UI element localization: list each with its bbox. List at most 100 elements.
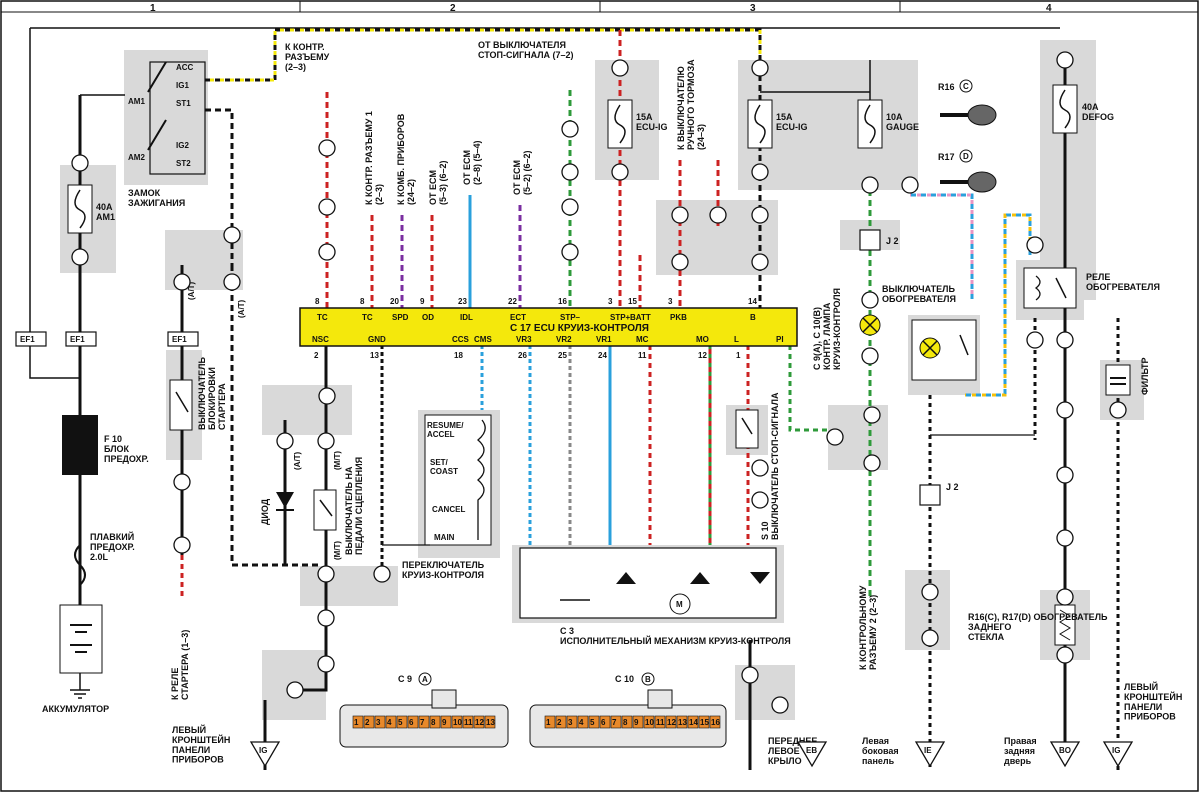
r17-label: R17 [938,152,955,162]
connector-terminal [751,253,769,271]
pin-cell [396,715,408,729]
diode-area [262,385,352,435]
starter-lock-label: ВЫКЛЮЧАТЕЛЬБЛОКИРОВКИСТАРТЕРА [197,357,227,430]
ground-icon [249,741,281,768]
ground-code: IE [924,746,932,755]
ecu-top-pin-number: 22 [508,297,517,306]
to-connector-1: К КОНТР. РАЗЪЕМУ 1(2–3) [364,111,384,205]
connector-terminal [751,459,769,477]
connector-terminal [671,253,689,271]
ecu-top-pin-name: STP+ [610,313,631,322]
diode-label: ДИОД [260,498,270,525]
ef1-left [15,331,47,347]
diode [276,492,294,511]
ecu-top-pin-number: 23 [458,297,467,306]
ecu-top-pins: TC8TC8SPD20OD9IDL23ECT22STP–16STP+3BATT1… [315,297,757,322]
pin-number: 13 [678,718,687,727]
connector-terminal [173,273,191,291]
starter-relay-label: К РЕЛЕСТАРТЕРА (1–3) [170,630,190,700]
pin-cell [665,715,677,729]
fuse-ecu-ig-1 [607,99,633,149]
ign-am2: AM2 [128,153,145,162]
stop-switch-label: S 10ВЫКЛЮЧАТЕЛЬ СТОП-СИГНАЛА [760,392,780,540]
pin-number: 3 [376,718,381,727]
to-combination-meter: К КОМБ. ПРИБОРОВ(24–2) [396,113,416,205]
ecu-bottom-pin-name: CMS [474,335,492,344]
r17-letter-circle [959,149,973,163]
to-parking-brake: К ВЫКЛЮЧАТЕЛЮРУЧНОГО ТОРМОЗА(24–3) [676,59,706,150]
r17-terminal-icon [967,171,997,193]
pin-cell [610,715,622,729]
pin-number: 9 [634,718,639,727]
ecu-top-pin-name: IDL [460,313,473,322]
pin-number: 12 [667,718,676,727]
connector-terminal [751,163,769,181]
connector-terminal [1026,236,1044,254]
pin-number: 3 [568,718,573,727]
pin-number: 15 [700,718,709,727]
connector-terminal [826,428,844,446]
connector-terminal [861,347,879,365]
ecu-bottom-pin-number: 1 [736,351,741,360]
c9-letter-circle [418,672,432,686]
ecu-top-pin-name: TC [362,313,373,322]
ground-code: IG [259,746,267,755]
connector-terminal [709,206,727,224]
r16-letter: C [963,82,969,91]
ecu-bottom-pin-name: VR2 [556,335,572,344]
connector-terminal [1109,401,1127,419]
connector-terminal [223,273,241,291]
connector-terminal [223,226,241,244]
from-ecm-2-8: ОТ ECM(2–8) (5–4) [462,140,482,185]
ground-code: BO [1059,746,1071,755]
connector-terminal [1056,529,1074,547]
r16-label: R16 [938,82,955,92]
ef1-right [167,331,199,347]
ecu-top-pin-name: SPD [392,313,409,322]
ground-icon [1102,741,1134,768]
ecu-bottom-pin-name: GND [368,335,386,344]
pin-number: 2 [557,718,562,727]
pin-cell [418,715,430,729]
ecu-top-pin-name: ECT [510,313,526,322]
pin-number: 11 [656,718,665,727]
pin-cell [621,715,633,729]
ecu-top-pin-name: OD [422,313,434,322]
r16-terminal-icon [967,104,997,126]
pin-cell [676,715,688,729]
ecu-top-pin-name: BATT [630,313,651,322]
mt-label-2: (M/T) [333,541,342,560]
pin-number: 1 [546,718,551,727]
connector-terminal [861,176,879,194]
ef1-left-label: EF1 [20,335,35,344]
zone-1: 1 [150,3,156,14]
ecu-bottom-pin-number: 24 [598,351,607,360]
connector-terminal [901,176,919,194]
starter-lock-switch [169,379,193,431]
connector-terminal [318,243,336,261]
ground-code: IG [1112,746,1120,755]
pin-cell [687,715,699,729]
j2-bottom-label: J 2 [946,482,959,492]
ecu-bottom-pin-name: MC [636,335,649,344]
ecu-top-pin-number: 20 [390,297,399,306]
connector-terminal [1056,401,1074,419]
pin-number: 11 [464,718,473,727]
ecu-bottom-pin-number: 18 [454,351,463,360]
battery-label: АККУМУЛЯТОР [42,704,109,714]
connector-terminal [751,491,769,509]
ign-st2: ST2 [176,159,191,168]
pin-number: 6 [601,718,606,727]
connector-terminal [671,206,689,224]
pin-cell [374,715,386,729]
pin-cell [643,715,655,729]
